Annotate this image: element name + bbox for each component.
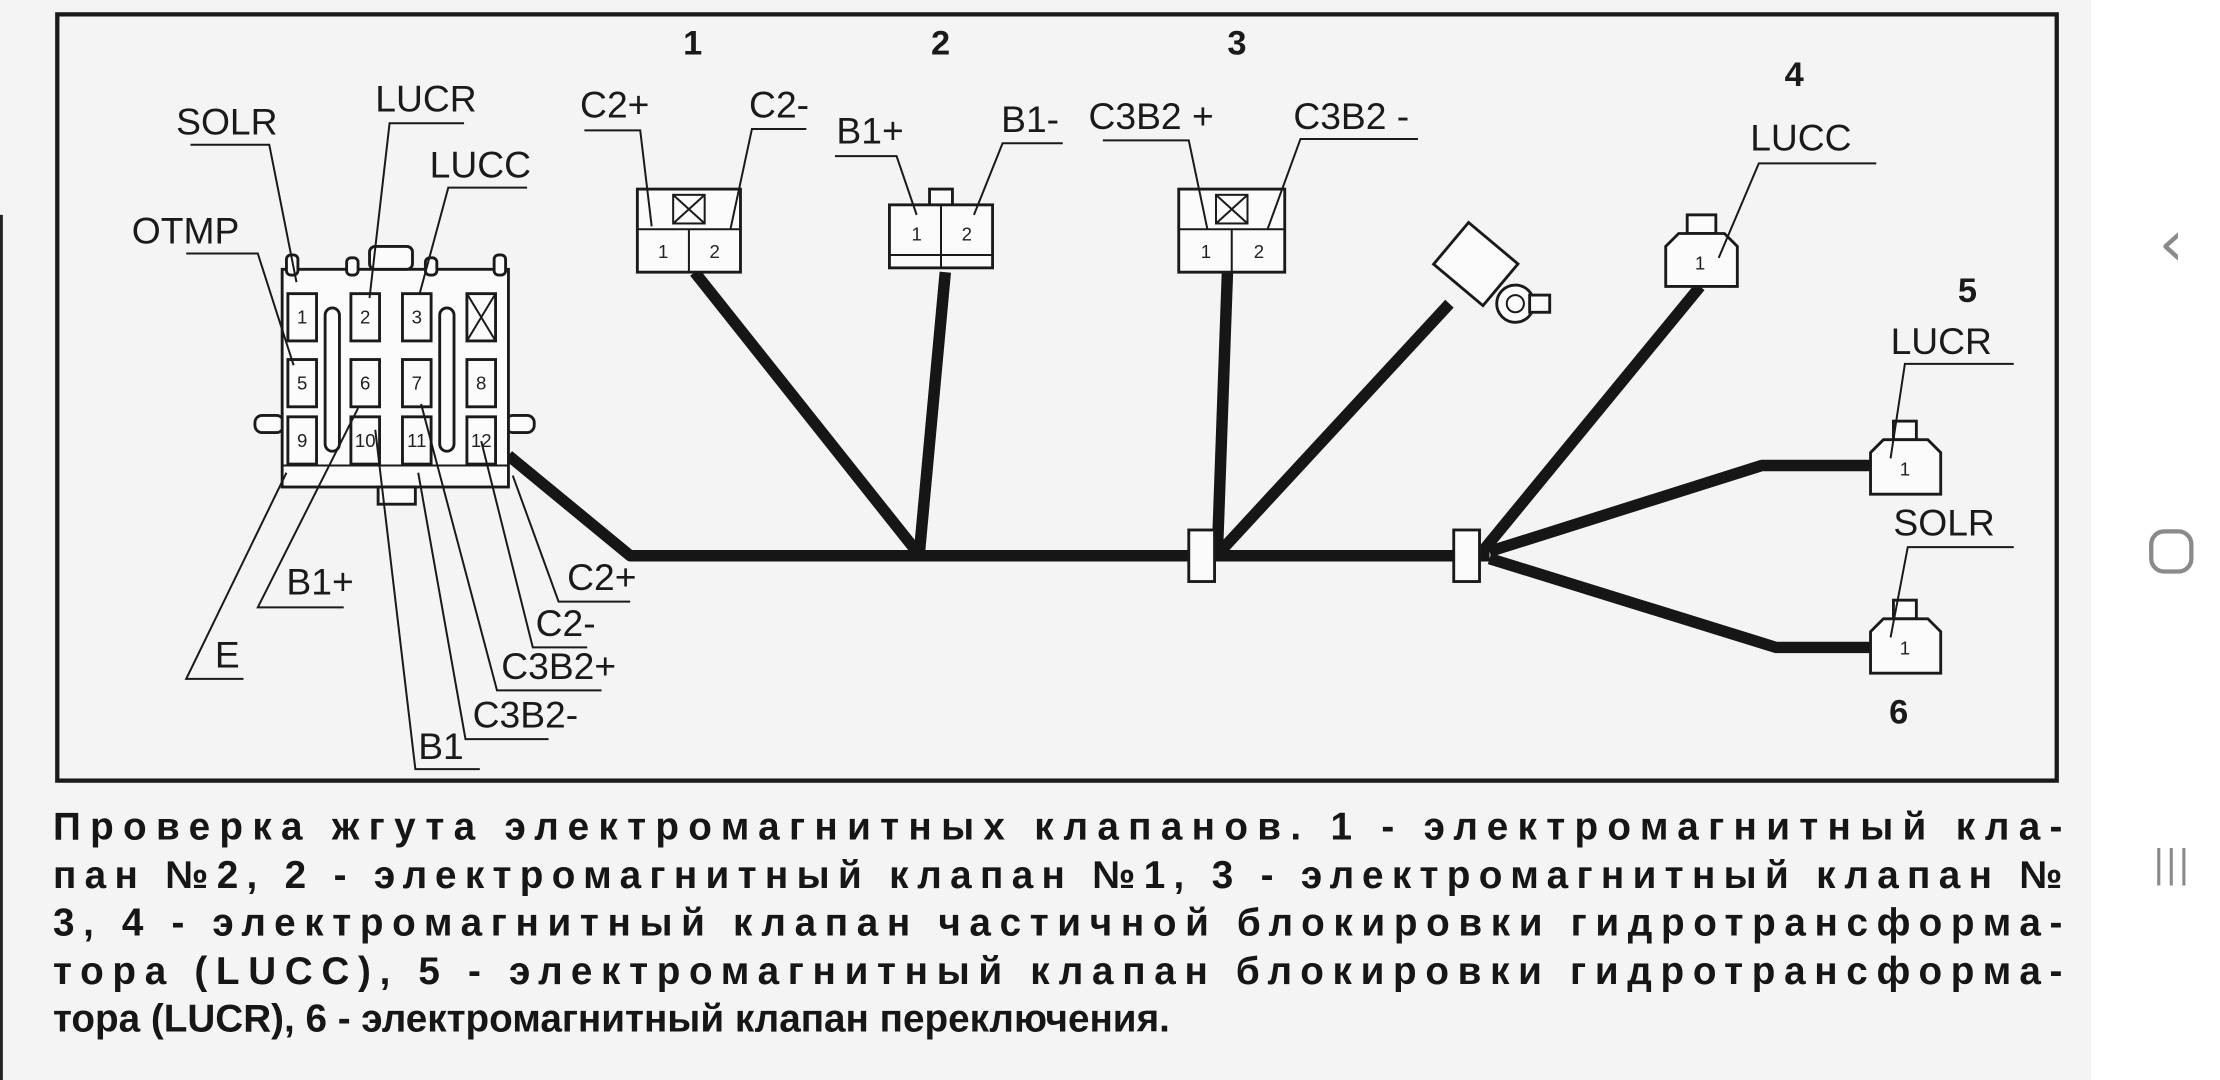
pin-label: 12 [471, 430, 492, 451]
label-c2-plus: C2+ [567, 556, 636, 598]
callout-5: 5 [1958, 272, 1977, 310]
label-c2-minus: C2- [749, 83, 809, 125]
connector-2: 1 2 B1+ B1- [835, 98, 1063, 270]
label-c3b2-minus: C3B2 - [1293, 95, 1409, 137]
label-solr: SOLR [176, 101, 277, 143]
pin-label: 2 [710, 241, 720, 262]
pin-grid: 1 2 3 5 6 7 8 9 10 11 12 [286, 292, 497, 466]
pin-label: 2 [1254, 241, 1264, 262]
label-c2-plus: C2+ [580, 83, 649, 125]
main-connector: 1 2 3 5 6 7 8 9 10 11 12 [253, 244, 536, 506]
label-c2-minus: C2- [536, 602, 596, 644]
callout-6: 6 [1889, 693, 1908, 731]
label-lucr: LUCR [375, 78, 476, 120]
pin-label: 1 [1900, 638, 1910, 659]
diagram-frame [55, 12, 2059, 783]
pin-label: 5 [297, 373, 307, 394]
label-b1-plus: B1+ [836, 109, 903, 151]
recents-icon[interactable]: ||| [2152, 842, 2190, 887]
pin-label: 3 [412, 307, 422, 328]
scan-background [0, 0, 2092, 1080]
connector-4: 1 LUCC [1664, 116, 1877, 288]
label-c3b2-minus: C3B2- [473, 694, 578, 736]
navigation-bar: ‹ ||| [2149, 207, 2194, 887]
pin-label: 10 [355, 430, 376, 451]
pin-label: 7 [412, 373, 422, 394]
label-b1-plus: B1+ [286, 560, 353, 602]
connector-3: 1 2 C3B2 + C3B2 - [1089, 95, 1418, 274]
pin-label: 11 [407, 430, 426, 451]
pin-label: 1 [1900, 459, 1910, 480]
callout-numbers: 1 2 3 4 5 6 [683, 24, 1977, 731]
caption-line: тора (LUCR), 6 - электромагнитный клапан… [53, 997, 1170, 1040]
harness-sleeve [1452, 528, 1481, 583]
label-c3b2-plus: C3B2 + [1089, 95, 1214, 137]
home-icon[interactable] [2149, 529, 2194, 574]
label-b1-minus: B1- [1001, 98, 1059, 140]
callout-4: 4 [1785, 56, 1804, 94]
connector-6: 1 SOLR [1869, 502, 2014, 675]
label-lucc: LUCC [430, 144, 531, 186]
label-c3b2-plus: C3B2+ [501, 645, 616, 687]
connector-5: 1 LUCR [1869, 320, 2014, 496]
pin-label: 8 [476, 373, 486, 394]
back-icon[interactable]: ‹ [2159, 207, 2184, 280]
pin-label: 2 [360, 307, 370, 328]
pin-label: 1 [658, 241, 668, 262]
connector-1: 1 2 C2+ C2- [580, 83, 809, 274]
pin-label: 2 [962, 224, 972, 245]
pin-label: 1 [1695, 252, 1705, 273]
callout-1: 1 [683, 24, 702, 62]
caption-line: пан №2, 2 - электромагнитный клапан №1, … [53, 854, 2062, 897]
pin-label: 6 [360, 373, 370, 394]
callout-3: 3 [1227, 24, 1246, 62]
label-b1: B1 [418, 725, 464, 767]
wiring-diagram: 1 2 3 5 6 7 8 9 10 11 12 SOLR LUCR LUCC … [55, 12, 2059, 783]
sensor-connector [1431, 220, 1552, 324]
callout-2: 2 [931, 24, 950, 62]
pin-label: 1 [297, 307, 307, 328]
main-connector-labels: SOLR LUCR LUCC OTMP B1+ E C2+ C2- C3B2+ … [132, 78, 637, 771]
label-lucc: LUCC [1750, 116, 1851, 158]
label-solr: SOLR [1893, 502, 1994, 544]
pin-label: 1 [911, 224, 921, 245]
pin-label: 1 [1201, 241, 1211, 262]
label-otmp: OTMP [132, 210, 240, 252]
harness-sleeve [1187, 528, 1216, 583]
pin-label: 9 [297, 430, 307, 451]
label-e: E [215, 633, 240, 675]
label-lucr: LUCR [1891, 320, 1992, 362]
